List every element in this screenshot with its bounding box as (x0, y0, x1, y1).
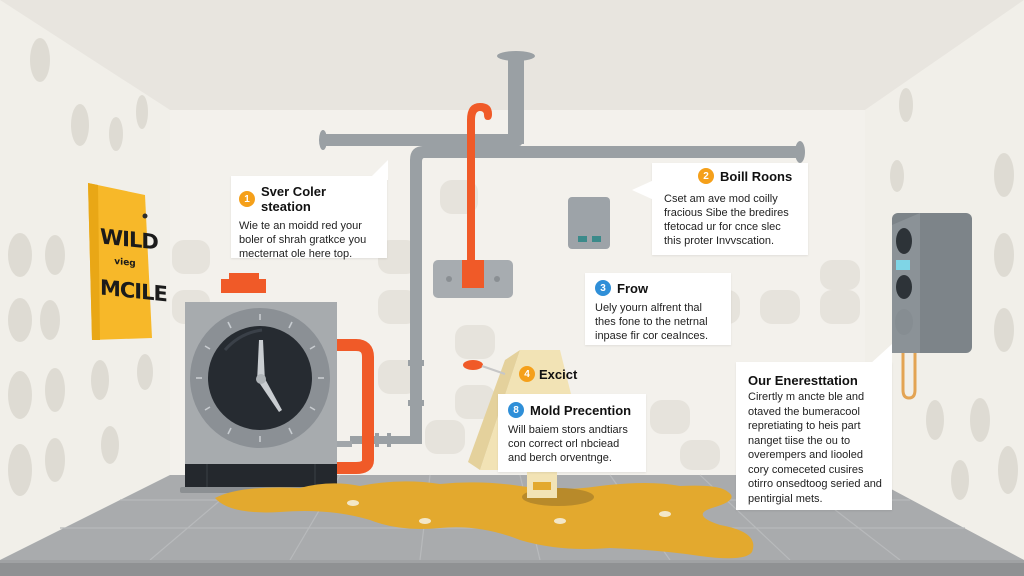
callout-mold-prevention: 8 Mold Precention Will baiem stors andti… (498, 394, 646, 472)
callout-flow: 3 Frow Uely yourn alfrent thal thes fone… (585, 273, 731, 345)
callout-title: Mold Precention (530, 402, 632, 418)
number-badge-icon: 2 (698, 168, 714, 184)
number-badge-icon: 3 (595, 280, 611, 296)
callout-boiler-rooms: 2 Boill Roons Cset am ave mod coilly fra… (652, 163, 808, 255)
callout-pointer (368, 160, 388, 180)
wall-sign-line3: MCILE (100, 275, 167, 307)
callout-pointer (632, 180, 654, 200)
callout-title: Excict (539, 366, 578, 382)
callout-our-enerestation: Our Eneresttation Cirertly m ancte ble a… (736, 362, 892, 510)
callout-pointer (870, 344, 892, 364)
callout-title: Our Eneresttation (748, 373, 858, 388)
callout-body: Uely yourn alfrent thal thes fone to the… (595, 302, 709, 342)
callout-title: Frow (617, 280, 649, 296)
number-badge-icon: 4 (519, 366, 535, 382)
callout-body: Will baiem stors andtiars con correct or… (508, 424, 628, 464)
callout-body: Wie te an moidd red your boler of shrah … (239, 220, 367, 260)
number-badge-icon: 8 (508, 402, 524, 418)
callout-body: Cset am ave mod coilly fracious Sibe the… (664, 193, 789, 247)
callout-title: Boill Roons (720, 168, 793, 184)
number-badge-icon: 1 (239, 191, 255, 207)
wall-sign-line1: WILD (100, 224, 158, 255)
callout-sver-coler-station: 1 Sver Coler steation Wie te an moidd re… (231, 176, 387, 260)
callout-title: Sver Coler steation (261, 184, 327, 214)
callout-exit: 4 Excict (519, 366, 577, 382)
callout-body: Cirertly m ancte ble and otaved the bume… (748, 391, 882, 505)
